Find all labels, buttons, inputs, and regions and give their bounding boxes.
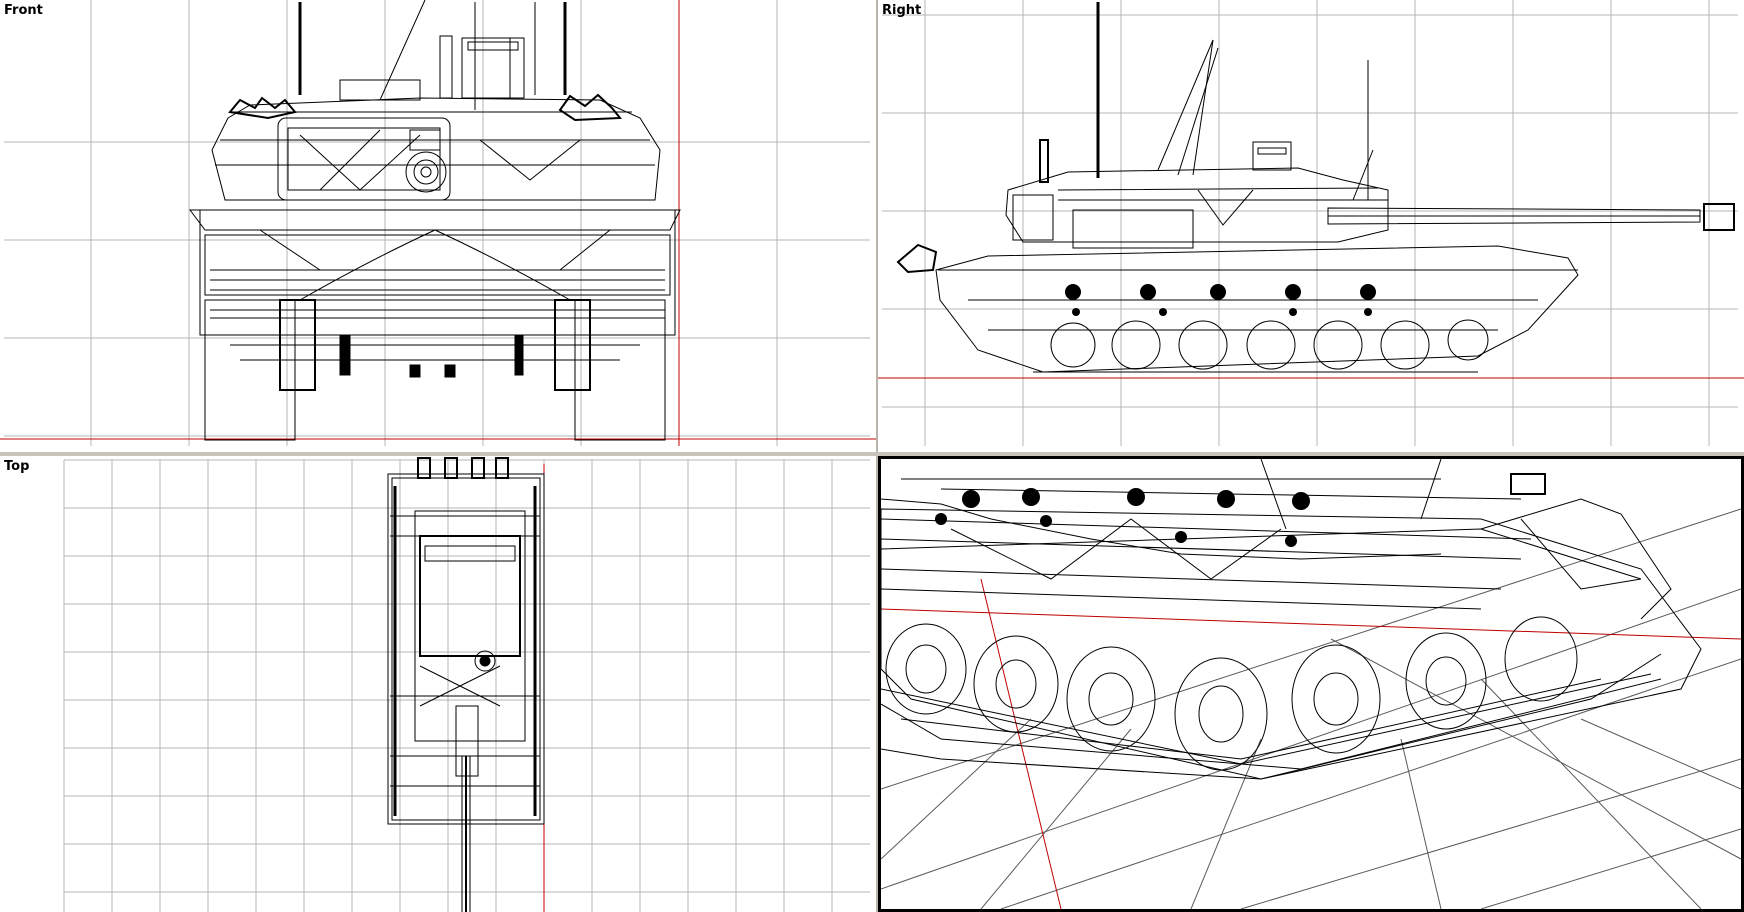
- perspective-viewport-canvas[interactable]: [881, 459, 1741, 909]
- tank-right-wireframe: [896, 2, 1735, 373]
- perspective-ground-grid: [881, 508, 1741, 909]
- tank-front-wireframe: [189, 0, 681, 441]
- right-grid: [882, 0, 1738, 446]
- front-viewport[interactable]: Front: [0, 0, 876, 452]
- horizontal-viewport-splitter[interactable]: [0, 452, 1744, 456]
- top-viewport-label[interactable]: Top: [4, 459, 30, 474]
- tank-top-wireframe: [387, 457, 545, 912]
- top-viewport[interactable]: Top: [0, 456, 876, 912]
- top-viewport-canvas[interactable]: [0, 456, 876, 912]
- perspective-viewport[interactable]: [878, 456, 1744, 912]
- right-viewport-canvas[interactable]: [878, 0, 1744, 452]
- front-viewport-canvas[interactable]: [0, 0, 876, 452]
- front-viewport-label[interactable]: Front: [4, 3, 43, 18]
- right-viewport-label[interactable]: Right: [882, 3, 922, 18]
- top-grid: [63, 459, 870, 912]
- perspective-axes: [881, 578, 1741, 909]
- tank-perspective-wireframe: [881, 459, 1702, 780]
- front-axes: [0, 0, 876, 446]
- vertical-viewport-splitter[interactable]: [876, 0, 878, 912]
- front-grid: [4, 0, 870, 446]
- right-viewport[interactable]: Right: [878, 0, 1744, 452]
